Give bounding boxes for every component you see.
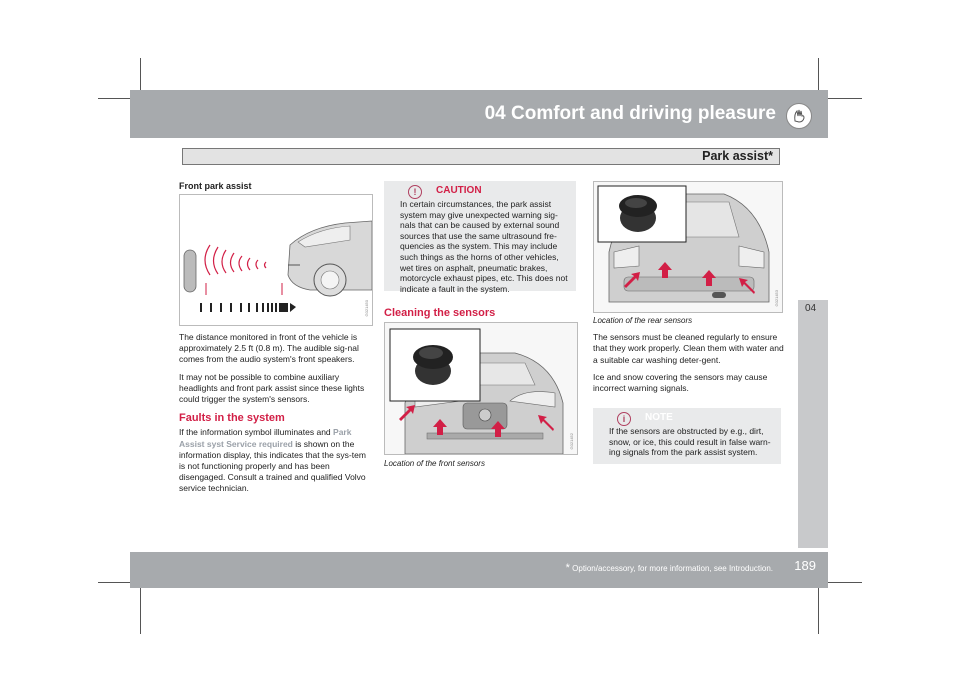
- service-message: Park Assist syst Service required: [179, 427, 352, 449]
- faults-paragraph: If the information symbol illuminates an…: [179, 427, 374, 494]
- crop-mark: [800, 582, 862, 583]
- front-sensors-figure: G021452: [384, 322, 578, 455]
- caution-icon: !: [408, 185, 422, 199]
- crop-mark: [818, 572, 819, 634]
- caution-label: CAUTION: [436, 185, 482, 196]
- front-caption-wrap: Location of the front sensors: [384, 458, 576, 469]
- front-sensors-caption: Location of the front sensors: [384, 459, 485, 468]
- crop-mark: [800, 98, 862, 99]
- page-number: 189: [794, 558, 816, 573]
- front-park-assist-figure: G021450: [179, 194, 373, 326]
- front-park-assist-illustration: [183, 220, 372, 312]
- faults-text-end: is shown on the information display, thi…: [179, 438, 366, 494]
- footnote-text: Option/accessory, for more information, …: [572, 564, 773, 573]
- figure-code: G021450: [364, 300, 369, 317]
- caution-box: ! CAUTION In certain circumstances, the …: [384, 181, 576, 294]
- crop-mark: [140, 572, 141, 634]
- note-header: i NOTE: [609, 412, 773, 426]
- rear-sensors-figure: G021453: [593, 181, 783, 313]
- left-column: Front park assist: [179, 181, 371, 192]
- figure-code: G021452: [569, 433, 574, 450]
- cleaning-paragraph: The sensors must be cleaned regularly to…: [593, 332, 784, 365]
- ice-snow-paragraph: Ice and snow covering the sensors may ca…: [593, 371, 768, 394]
- footnote: * Option/accessory, for more information…: [566, 562, 773, 574]
- chapter-tab[interactable]: 04: [798, 300, 828, 548]
- note-label: NOTE: [645, 412, 673, 423]
- front-park-assist-heading: Front park assist: [179, 181, 252, 191]
- crop-mark: [818, 58, 819, 120]
- cleaning-heading: Cleaning the sensors: [384, 307, 496, 319]
- chapter-tab-label: 04: [805, 303, 817, 314]
- caution-header: ! CAUTION: [400, 185, 568, 199]
- crop-mark: [98, 582, 160, 583]
- left-column-text: The distance monitored in front of the v…: [179, 332, 374, 501]
- note-box: i NOTE If the sensors are obstructed by …: [593, 408, 781, 464]
- note-text: If the sensors are obstructed by e.g., d…: [609, 426, 771, 458]
- front-sensors-illustration: [385, 323, 577, 454]
- page-footer: * Option/accessory, for more information…: [130, 552, 828, 588]
- note-icon: i: [617, 412, 631, 426]
- cleaning-heading-wrap: Cleaning the sensors: [384, 300, 576, 322]
- chapter-title: 04 Comfort and driving pleasure: [484, 103, 776, 124]
- chapter-header: 04 Comfort and driving pleasure: [130, 90, 828, 138]
- front-distance-paragraph: The distance monitored in front of the v…: [179, 332, 359, 365]
- faults-heading: Faults in the system: [179, 412, 285, 425]
- rear-sensors-illustration: [594, 182, 782, 312]
- right-column-text: Location of the rear sensors The sensors…: [593, 315, 785, 400]
- crop-mark: [140, 58, 141, 120]
- driver-info-icon: [786, 103, 812, 129]
- section-title: Park assist*: [702, 149, 773, 163]
- rear-sensors-caption: Location of the rear sensors: [593, 316, 693, 325]
- auxiliary-lights-paragraph: It may not be possible to combine auxili…: [179, 371, 365, 405]
- crop-mark: [98, 98, 160, 99]
- faults-text-start: If the information symbol illuminates an…: [179, 427, 334, 438]
- caution-text: In certain circumstances, the park assis…: [400, 199, 568, 294]
- footnote-star: *: [565, 562, 570, 574]
- figure-code: G021453: [774, 290, 779, 307]
- section-bar: Park assist*: [182, 148, 780, 165]
